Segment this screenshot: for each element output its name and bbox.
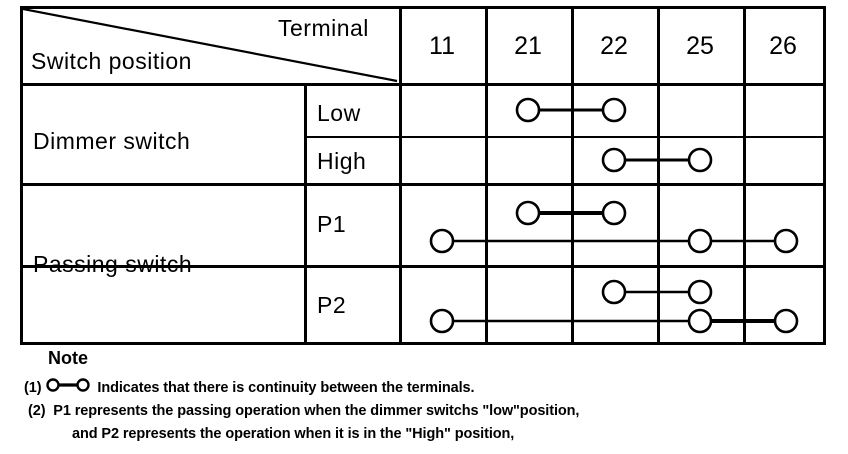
note-item-1: (1) Indicates that there is continuity b…	[24, 378, 475, 398]
column-header-25: 25	[686, 32, 714, 60]
grid-vline-col11-left	[399, 9, 402, 343]
note-item-1-number: (1)	[24, 379, 42, 396]
note-item-1-text: Indicates that there is continuity betwe…	[97, 379, 475, 396]
group-label-dimmer-switch: Dimmer switch	[33, 128, 191, 154]
row-label-p1: P1	[317, 211, 347, 237]
note-item-2: (2) P1 represents the passing operation …	[28, 403, 579, 419]
column-header-22: 22	[600, 32, 628, 60]
row-label-low: Low	[317, 100, 361, 126]
grid-vline-col22-left	[571, 9, 574, 343]
column-header-26: 26	[769, 32, 797, 60]
grid-vline-col25-left	[657, 9, 660, 343]
row-label-p2: P2	[317, 292, 347, 318]
grid-hline-low-high	[304, 136, 823, 138]
note-item-2-text: P1 represents the passing operation when…	[53, 403, 580, 419]
group-label-passing-switch: Passing switch	[33, 251, 193, 277]
grid-vline-col26-left	[743, 9, 746, 343]
grid-hline-p1-p2	[23, 265, 823, 268]
row-label-high: High	[317, 148, 367, 174]
note-item-2-continued: and P2 represents the operation when it …	[72, 426, 515, 442]
note-item-2-number: (2)	[28, 403, 46, 419]
column-header-11: 11	[429, 32, 455, 60]
grid-hline-dimmer-passing	[23, 183, 823, 186]
header-diagonal-divider	[23, 9, 399, 84]
column-header-21: 21	[514, 32, 542, 60]
continuity-table: Terminal Switch position 11 21 22 25 26 …	[20, 6, 826, 345]
grid-vline-sublabel	[304, 83, 307, 343]
header-terminal-label: Terminal	[278, 15, 369, 41]
grid-vline-col21-left	[485, 9, 488, 343]
note-title: Note	[48, 348, 88, 368]
header-switch-position-label: Switch position	[31, 48, 192, 74]
grid-hline-header-bottom	[23, 83, 823, 86]
continuity-symbol-icon	[45, 378, 91, 396]
